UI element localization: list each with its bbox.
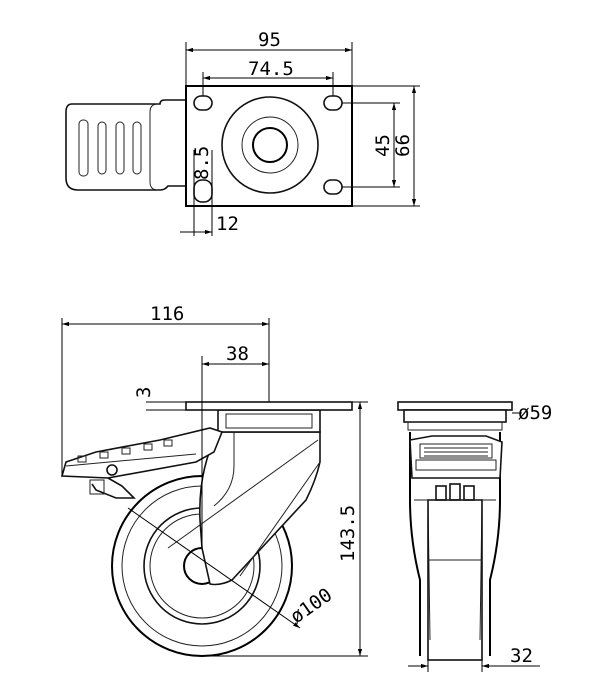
brake-pedal-front [409,435,503,479]
dim-plate-width: 95 [258,29,281,51]
top-plate-front [397,401,513,411]
kingpin [252,127,288,163]
swivel-housing [217,409,321,433]
mount-hole [193,95,213,111]
dim-plate-thickness: 3 [133,387,155,398]
front-view: ø59 32 [397,401,552,672]
brake-pedal-top [65,99,186,191]
mount-hole [323,179,343,195]
dim-slot-width: 8.5 [191,146,213,180]
dim-overall-height: 143.5 [337,505,359,562]
top-view: 95 74.5 45 66 8.5 12 [65,29,420,236]
mounting-plate [185,85,353,207]
mount-hole [323,95,343,111]
dim-wheel-diameter: ø100 [286,584,336,628]
dim-overall-length: 116 [150,303,184,325]
brake-lever [60,427,224,479]
dim-wheel-width: 32 [510,645,533,667]
side-view: 116 38 3 143.5 ø100 [60,303,368,657]
dim-hole-spacing-x: 74.5 [248,58,294,80]
swivel-ring [221,96,319,194]
dim-offset: 38 [226,343,249,365]
wheel-front [427,499,483,661]
dim-plate-height: 66 [392,134,414,157]
mount-slot [193,179,213,203]
top-plate-side [185,401,353,411]
dim-slot-length: 12 [216,213,239,235]
dim-hole-spacing-y: 45 [372,134,394,157]
dim-swivel-diameter: ø59 [518,402,552,424]
